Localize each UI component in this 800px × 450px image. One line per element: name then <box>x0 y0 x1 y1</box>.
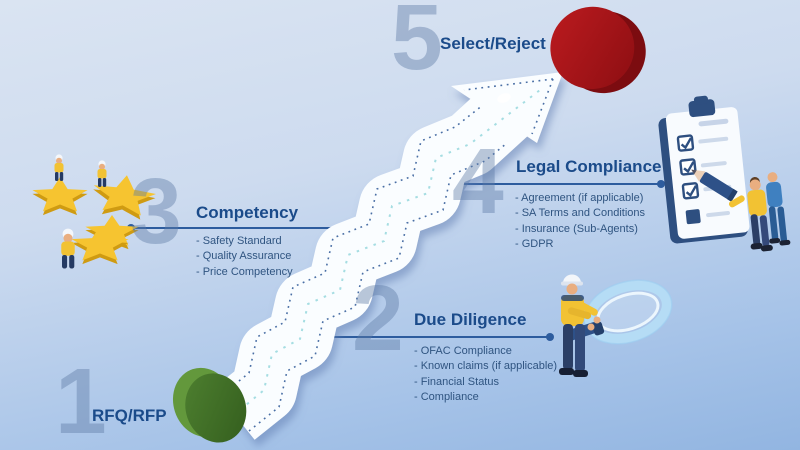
wavy-arrow-icon <box>213 72 563 440</box>
step3-number: 3 <box>130 159 182 263</box>
step4-title: Legal Compliance <box>516 157 662 176</box>
start-disc-icon <box>172 367 247 443</box>
arrow-dotted-edges <box>218 78 554 432</box>
clipboard-illustration <box>658 95 791 252</box>
step4-bullet-list: - Agreement (if applicable) - SA Terms a… <box>515 191 645 252</box>
bullet-item: - Agreement (if applicable) <box>515 192 644 204</box>
step3-bullet-list: - Safety Standard - Quality Assurance - … <box>196 234 293 280</box>
bullet-item: - Insurance (Sub-Agents) <box>515 222 638 235</box>
step2-connector-line <box>300 336 550 338</box>
bullet-item: - GDPR <box>515 237 554 250</box>
step1-number: 1 <box>55 349 107 450</box>
step2-number: 2 <box>352 266 404 370</box>
step4-connector-line <box>420 183 662 185</box>
step2-bullet-list: - OFAC Compliance - Known claims (if app… <box>414 344 557 405</box>
bullet-item: - Safety Standard <box>196 235 282 247</box>
magnifier-worker-illustration <box>559 274 673 377</box>
step4-connector-dot <box>657 180 665 188</box>
arrow-highlight <box>497 93 511 103</box>
step1-title: RFQ/RFP <box>92 406 167 425</box>
bullet-item: - Compliance <box>414 390 479 403</box>
bullet-item: - OFAC Compliance <box>414 345 512 357</box>
end-disc-icon <box>550 6 646 94</box>
bullet-item: - Quality Assurance <box>196 250 292 263</box>
step4-number: 4 <box>452 129 504 233</box>
step2-title: Due Diligence <box>414 310 527 329</box>
step3-connector-line <box>131 227 380 229</box>
step3-title: Competency <box>196 203 299 222</box>
bullet-item: - Price Competency <box>196 265 293 278</box>
bullet-item: - Known claims (if applicable) <box>414 360 558 373</box>
step2-connector-dot <box>546 333 554 341</box>
bullet-item: - Financial Status <box>414 375 499 388</box>
step5-title: Select/Reject <box>440 34 546 53</box>
step5-number: 5 <box>391 0 443 89</box>
bullet-item: - SA Terms and Conditions <box>515 207 646 220</box>
